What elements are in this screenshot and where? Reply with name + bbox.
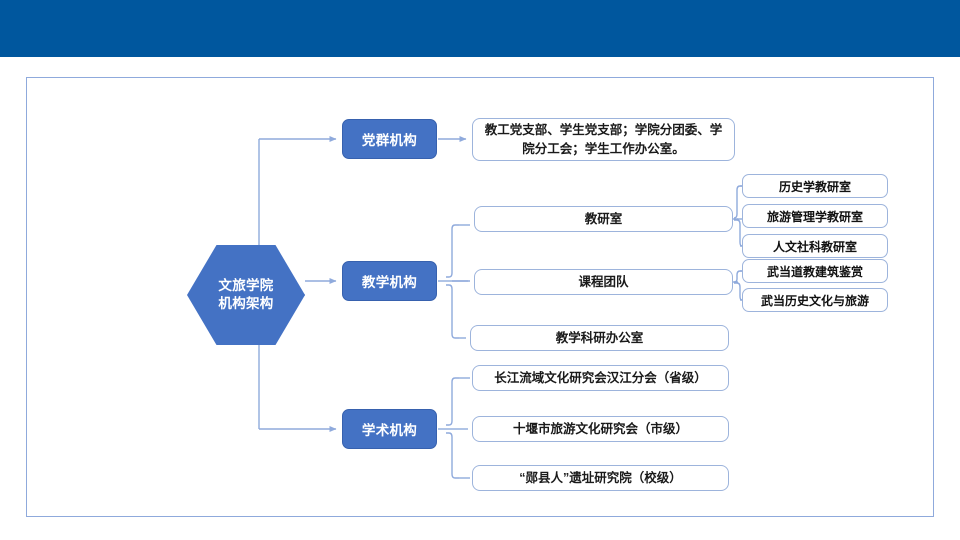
branch-node-academic[interactable]: 学术机构 bbox=[342, 409, 437, 449]
leaf-history-department[interactable]: 历史学教研室 bbox=[742, 174, 888, 198]
teaching-child-office[interactable]: 教学科研办公室 bbox=[470, 325, 729, 351]
party-detail-box[interactable]: 教工党支部、学生党支部；学院分团委、学院分工会；学生工作办公室。 bbox=[472, 118, 735, 161]
leaf-tourism-management-department[interactable]: 旅游管理学教研室 bbox=[742, 204, 888, 228]
academic-child-yangtze-society[interactable]: 长江流域文化研究会汉江分会（省级） bbox=[472, 365, 729, 391]
teaching-child-course-team[interactable]: 课程团队 bbox=[474, 269, 733, 295]
teaching-child-jiaoyanshi[interactable]: 教研室 bbox=[474, 206, 733, 232]
branch-node-party[interactable]: 党群机构 bbox=[342, 119, 437, 159]
root-node-label: 文旅学院 机构架构 bbox=[187, 245, 305, 345]
header-blue-band bbox=[0, 0, 960, 57]
leaf-course-wudang-history-tourism[interactable]: 武当历史文化与旅游 bbox=[742, 288, 888, 312]
branch-node-teaching[interactable]: 教学机构 bbox=[342, 261, 437, 301]
root-label-line2: 机构架构 bbox=[218, 296, 274, 311]
root-node-hexagon[interactable]: 文旅学院 机构架构 bbox=[187, 245, 305, 345]
academic-child-yunxian-institute[interactable]: “郧县人”遗址研究院（校级） bbox=[472, 465, 729, 491]
leaf-humanities-department[interactable]: 人文社科教研室 bbox=[742, 234, 888, 258]
academic-child-shiyan-society[interactable]: 十堰市旅游文化研究会（市级） bbox=[472, 416, 729, 442]
root-label-line1: 文旅学院 bbox=[218, 277, 274, 293]
leaf-course-wudang-architecture[interactable]: 武当道教建筑鉴赏 bbox=[742, 259, 888, 283]
